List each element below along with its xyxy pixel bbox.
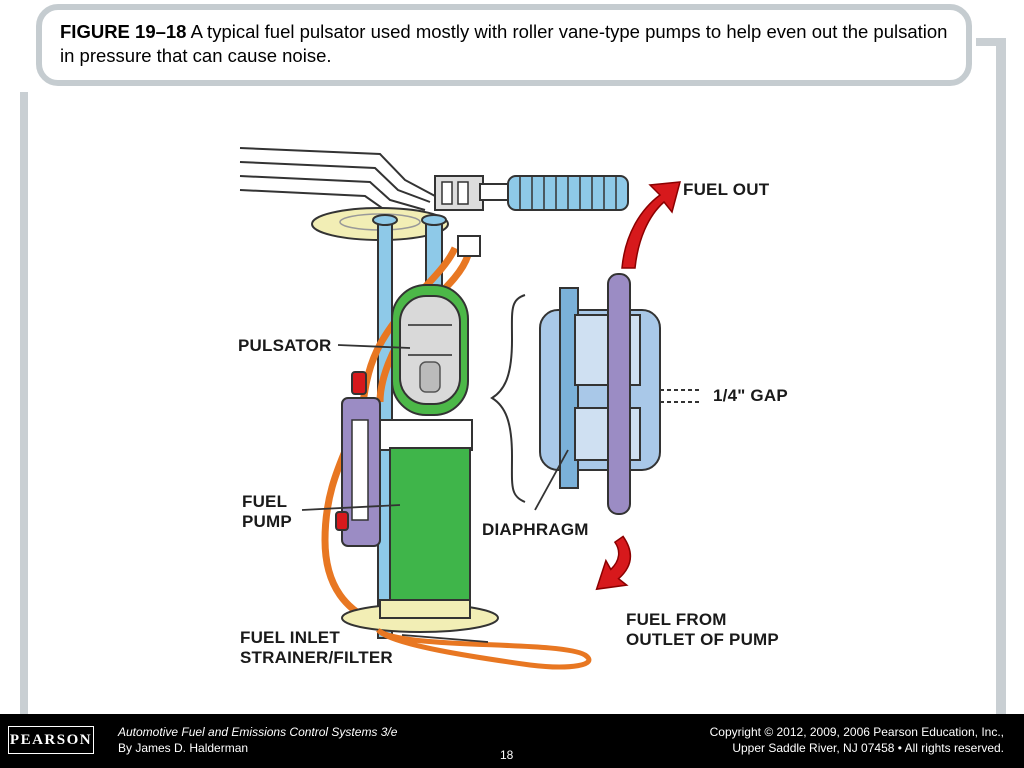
figure-caption: FIGURE 19–18 A typical fuel pulsator use… (36, 4, 972, 86)
label-outlet-of-pump: OUTLET OF PUMP (626, 630, 779, 649)
copyright-line-1: Copyright © 2012, 2009, 2006 Pearson Edu… (709, 725, 1004, 739)
pearson-logo: PEARSON (8, 726, 94, 754)
label-fuel-from: FUEL FROM (626, 610, 727, 629)
label-fuel: FUEL (242, 492, 288, 511)
fuel-out-arrow (621, 181, 682, 269)
figure-number: FIGURE 19–18 (60, 21, 187, 42)
label-diaphragm: DIAPHRAGM (482, 520, 589, 539)
connector-pin (441, 181, 453, 205)
copyright: Copyright © 2012, 2009, 2006 Pearson Edu… (710, 724, 1004, 756)
copyright-line-2: Upper Saddle River, NJ 07458 • All right… (732, 741, 1004, 755)
slide-footer: PEARSON Automotive Fuel and Emissions Co… (0, 714, 1024, 768)
label-fuel-inlet: FUEL INLET (240, 628, 340, 647)
label-pump: PUMP (242, 512, 292, 531)
pulsator-inner (399, 295, 461, 405)
author: By James D. Halderman (118, 741, 249, 755)
hose-clamp (457, 235, 481, 257)
label-strainer-filter: STRAINER/FILTER (240, 648, 393, 667)
wire-harness (239, 147, 436, 217)
outlet-hose (479, 175, 629, 211)
pulsator-cutaway (539, 273, 700, 515)
slide-frame-left (20, 92, 28, 714)
connector-pin (457, 181, 469, 205)
slide-frame-right (996, 38, 1006, 714)
caption-text: A typical fuel pulsator used mostly with… (60, 21, 948, 66)
pump-collar (379, 419, 473, 451)
label-fuel-out: FUEL OUT (683, 180, 770, 199)
red-fitting (351, 371, 367, 395)
page-number: 18 (500, 748, 514, 762)
label-pulsator: PULSATOR (238, 336, 332, 355)
detail-bracket (490, 294, 526, 503)
strainer-hose (376, 627, 592, 670)
fuel-pump-body (389, 447, 471, 619)
fuel-in-arrow (595, 535, 632, 591)
book-title: Automotive Fuel and Emissions Control Sy… (118, 725, 398, 739)
slide-frame-top (976, 38, 1006, 46)
label-gap: 1/4" GAP (713, 386, 788, 405)
fuel-pulsator-diagram (239, 147, 700, 670)
book-info: Automotive Fuel and Emissions Control Sy… (118, 724, 397, 756)
